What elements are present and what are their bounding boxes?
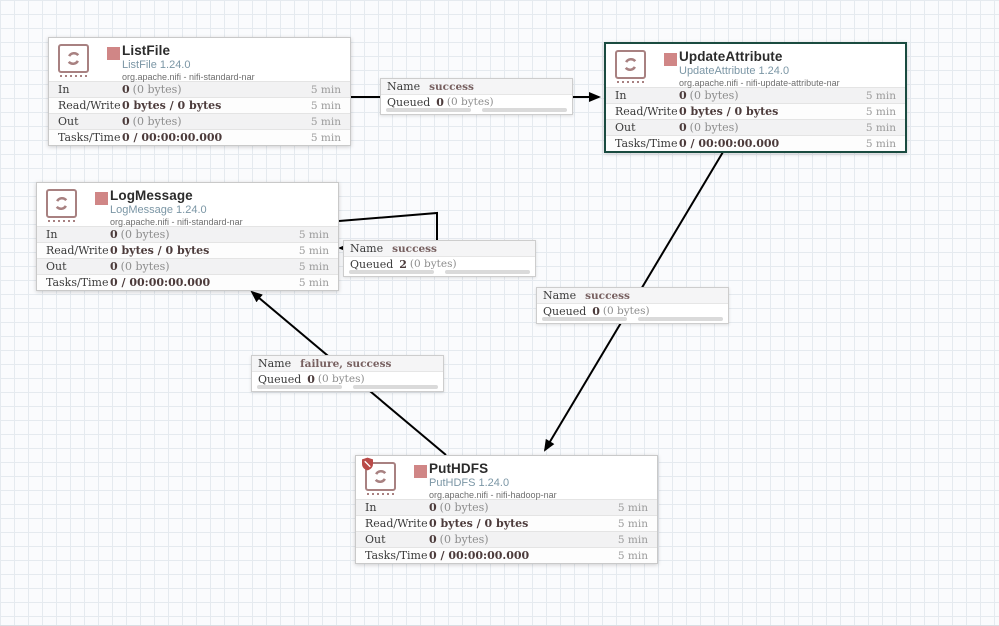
stat-row-readwrite: Read/Write 0 bytes / 0 bytes 5 min xyxy=(49,97,350,113)
stat-row-in: In 0 (0 bytes) 5 min xyxy=(356,499,657,515)
backpressure-object-bar xyxy=(386,108,471,112)
processor-name: ListFile xyxy=(122,43,171,58)
stat-row-out: Out 0 (0 bytes) 5 min xyxy=(356,531,657,547)
connection-label-listfile-updateattribute[interactable]: Name success Queued 0 (0 bytes) xyxy=(380,78,573,115)
processor-type-version: ListFile 1.24.0 xyxy=(122,59,191,71)
connection-label-logmessage-selfloop[interactable]: Name success Queued 2 (0 bytes) xyxy=(343,240,536,277)
processor-type-version: UpdateAttribute 1.24.0 xyxy=(679,65,790,77)
restricted-shield-icon xyxy=(362,457,373,471)
processor-name: LogMessage xyxy=(110,188,193,203)
stat-row-out: Out 0 (0 bytes) 5 min xyxy=(37,258,338,274)
processor-stamp-icon xyxy=(58,44,92,77)
backpressure-size-bar xyxy=(482,108,567,112)
backpressure-object-bar xyxy=(542,317,627,321)
stat-row-tasks: Tasks/Time 0 / 00:00:00.000 5 min xyxy=(49,129,350,145)
connection-queued-row: Queued 0 (0 bytes) xyxy=(387,95,494,109)
processor-bundle: org.apache.nifi - nifi-update-attribute-… xyxy=(679,78,840,88)
stat-row-readwrite: Read/Write 0 bytes / 0 bytes 5 min xyxy=(37,242,338,258)
stat-row-out: Out 0 (0 bytes) 5 min xyxy=(606,119,905,135)
connection-name-row: Name success xyxy=(537,288,728,304)
stat-row-in: In 0 (0 bytes) 5 min xyxy=(606,87,905,103)
processor-bundle: org.apache.nifi - nifi-standard-nar xyxy=(110,217,243,227)
connection-label-updateattribute-puthdfs[interactable]: Name success Queued 0 (0 bytes) xyxy=(536,287,729,324)
processor-stamp-icon xyxy=(362,457,399,495)
stopped-square-icon xyxy=(414,465,427,478)
stat-row-tasks: Tasks/Time 0 / 00:00:00.000 5 min xyxy=(356,547,657,563)
stat-row-in: In 0 (0 bytes) 5 min xyxy=(37,226,338,242)
backpressure-size-bar xyxy=(638,317,723,321)
stat-row-readwrite: Read/Write 0 bytes / 0 bytes 5 min xyxy=(606,103,905,119)
backpressure-object-bar xyxy=(349,270,434,274)
connection-queued-row: Queued 0 (0 bytes) xyxy=(543,304,650,318)
backpressure-size-bar xyxy=(445,270,530,274)
stat-row-in: In 0 (0 bytes) 5 min xyxy=(49,81,350,97)
processor-bundle: org.apache.nifi - nifi-standard-nar xyxy=(122,72,255,82)
backpressure-object-bar xyxy=(257,385,342,389)
stopped-square-icon xyxy=(107,47,120,60)
stopped-square-icon xyxy=(95,192,108,205)
stat-row-out: Out 0 (0 bytes) 5 min xyxy=(49,113,350,129)
stat-row-tasks: Tasks/Time 0 / 00:00:00.000 5 min xyxy=(606,135,905,151)
processor-updateattribute[interactable]: UpdateAttribute UpdateAttribute 1.24.0 o… xyxy=(604,42,907,153)
connection-queued-row: Queued 0 (0 bytes) xyxy=(258,372,365,386)
connection-label-puthdfs-logmessage[interactable]: Name failure, success Queued 0 (0 bytes) xyxy=(251,355,444,392)
processor-listfile[interactable]: ListFile ListFile 1.24.0 org.apache.nifi… xyxy=(48,37,351,146)
processor-type-version: PutHDFS 1.24.0 xyxy=(429,477,510,489)
processor-stamp-icon xyxy=(46,189,80,222)
connection-name-row: Name failure, success xyxy=(252,356,443,372)
processor-name: UpdateAttribute xyxy=(679,49,783,64)
stat-row-readwrite: Read/Write 0 bytes / 0 bytes 5 min xyxy=(356,515,657,531)
processor-name: PutHDFS xyxy=(429,461,489,476)
processor-bundle: org.apache.nifi - nifi-hadoop-nar xyxy=(429,490,557,500)
connection-name-row: Name success xyxy=(344,241,535,257)
backpressure-size-bar xyxy=(353,385,438,389)
stopped-square-icon xyxy=(664,53,677,66)
processor-type-version: LogMessage 1.24.0 xyxy=(110,204,207,216)
processor-puthdfs[interactable]: PutHDFS PutHDFS 1.24.0 org.apache.nifi -… xyxy=(355,455,658,564)
processor-logmessage[interactable]: LogMessage LogMessage 1.24.0 org.apache.… xyxy=(36,182,339,291)
connection-name-row: Name success xyxy=(381,79,572,95)
connection-queued-row: Queued 2 (0 bytes) xyxy=(350,257,457,271)
stat-row-tasks: Tasks/Time 0 / 00:00:00.000 5 min xyxy=(37,274,338,290)
processor-stamp-icon xyxy=(615,50,649,83)
